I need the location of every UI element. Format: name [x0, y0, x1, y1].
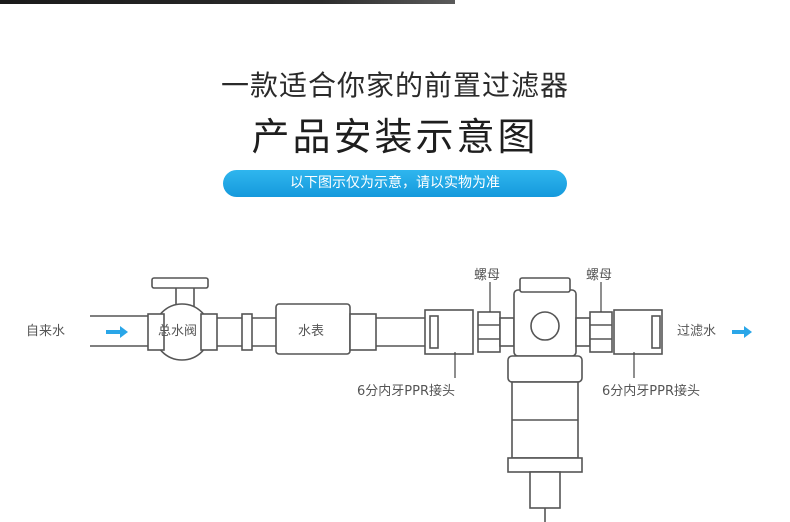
drain-valve: [529, 471, 561, 509]
filter-outlet-port: [575, 317, 591, 347]
filter-bottom-cap: [507, 457, 583, 473]
valve-handle: [151, 277, 209, 289]
right-nut-label: 螺母: [586, 268, 613, 283]
filter-ring: [507, 355, 583, 383]
heading-line1: 一款适合你家的前置过滤器: [220, 69, 569, 102]
outlet-label: 过滤水: [677, 324, 717, 339]
top-banner-dark: [0, 0, 455, 4]
meter-collar-right: [349, 313, 377, 351]
filter-top-cap: [519, 277, 571, 293]
inlet-label: 自来水: [26, 324, 66, 339]
filter-valve-knob: [530, 311, 560, 341]
arrow-icon-outlet: [732, 326, 752, 338]
valve-port-left: [147, 313, 165, 351]
right-nut: [589, 311, 613, 353]
water-meter-label: 水表: [298, 324, 325, 339]
top-banner-strip: [0, 0, 790, 4]
right-connector-label: 6分内牙PPR接头: [602, 384, 700, 399]
arrow-icon-inlet: [106, 326, 128, 338]
meter-collar-left: [241, 313, 253, 351]
disclaimer-badge: 以下图示仅为示意，请以实物为准: [223, 170, 567, 197]
heading-line2: 产品安装示意图: [251, 115, 539, 159]
left-nut: [477, 311, 501, 353]
installation-diagram: [90, 277, 752, 522]
filter-inlet-port: [499, 317, 515, 347]
left-connector-label: 6分内牙PPR接头: [357, 384, 455, 399]
main-valve-label: 总水阀: [158, 324, 198, 339]
left-nut-label: 螺母: [474, 268, 501, 283]
valve-port-right: [200, 313, 218, 351]
